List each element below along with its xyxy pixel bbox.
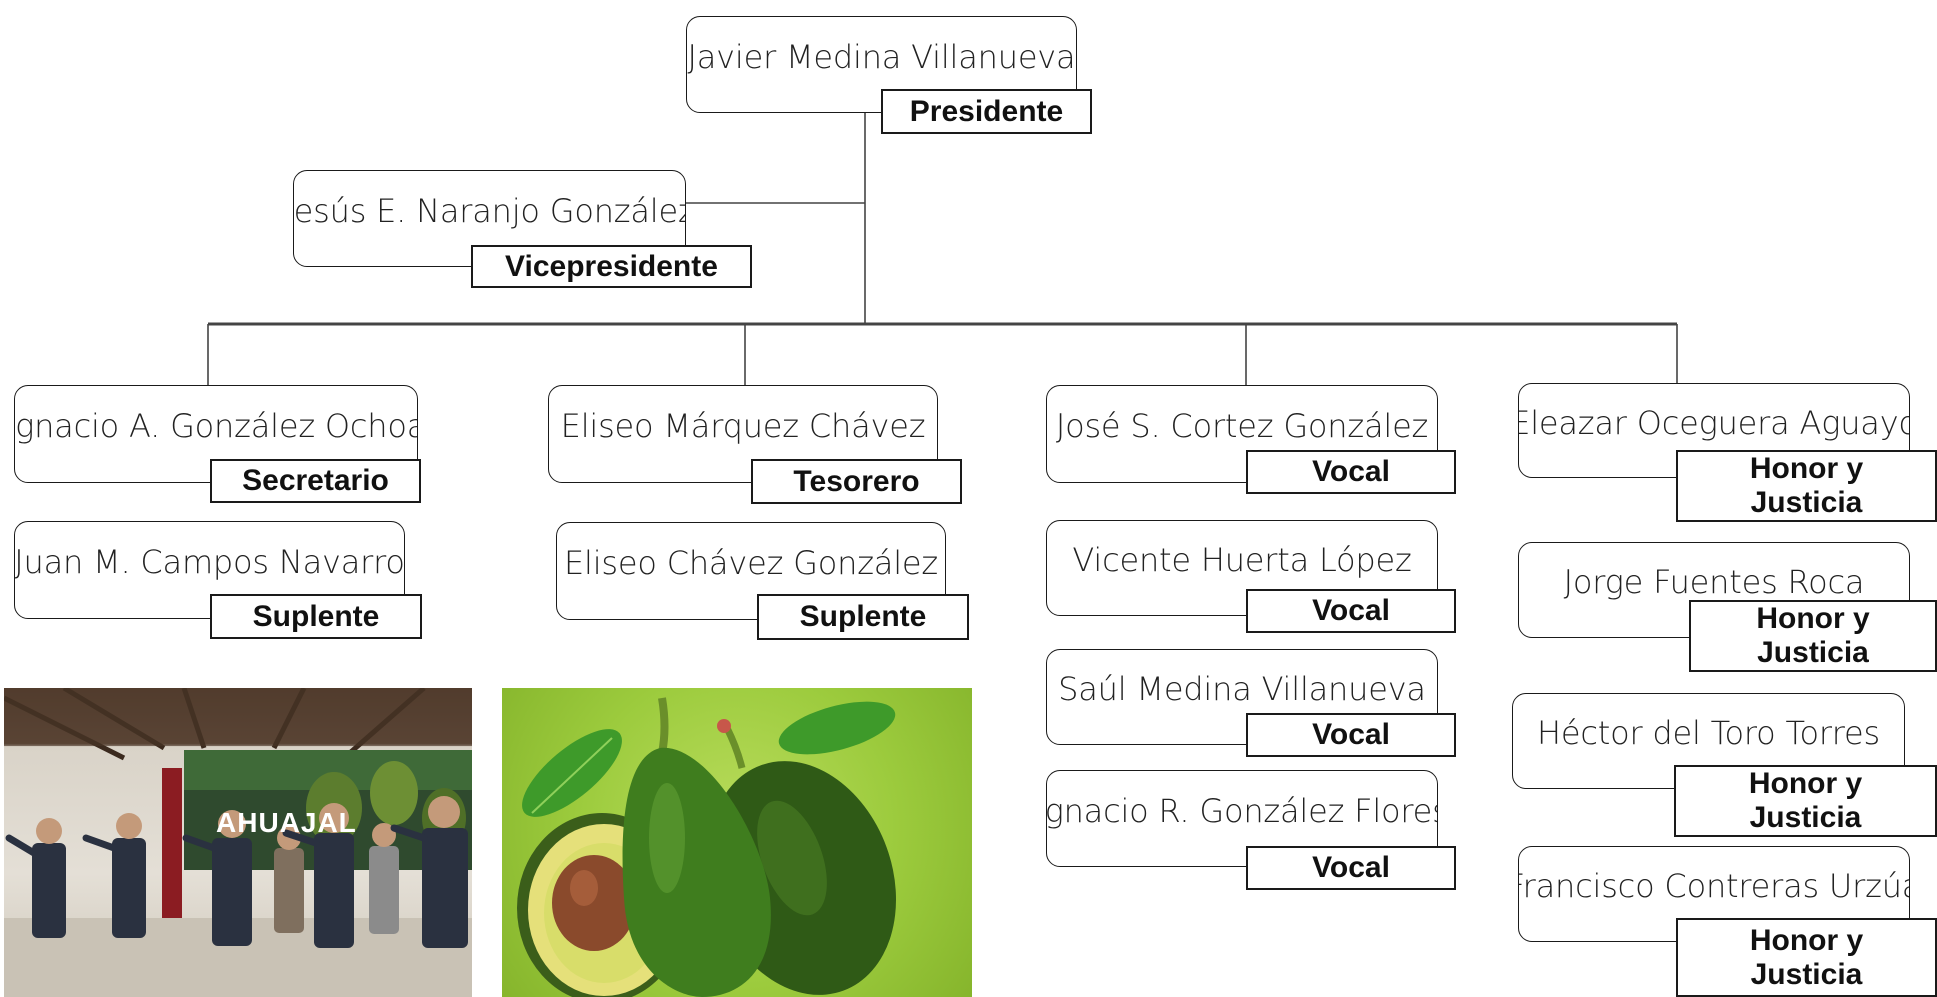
member-role: Honor y Justicia bbox=[1756, 602, 1870, 669]
avocado-photo bbox=[502, 688, 972, 997]
avocado-illustration bbox=[517, 697, 897, 997]
member-name: Ignacio R. González Flores bbox=[1046, 791, 1438, 830]
member-role: Vocal bbox=[1312, 455, 1390, 489]
member-role: Suplente bbox=[252, 599, 380, 633]
member-role-box: Secretario bbox=[210, 459, 421, 503]
member-role-box: Honor y Justicia bbox=[1674, 765, 1937, 837]
president-role: Presidente bbox=[909, 94, 1064, 128]
vice-president-role: Vicepresidente bbox=[505, 249, 718, 283]
member-name: Saúl Medina Villanueva bbox=[1058, 670, 1426, 708]
member-name: Vicente Huerta López bbox=[1072, 541, 1412, 579]
member-name: Jorge Fuentes Roca bbox=[1563, 563, 1865, 601]
member-name: Ignacio A. González Ochoa bbox=[14, 407, 418, 445]
member-name: Eleazar Oceguera Aguayo bbox=[1518, 403, 1910, 442]
vice-president-role-box: Vicepresidente bbox=[471, 245, 752, 288]
member-role: Suplente bbox=[799, 600, 927, 634]
member-name: Eliseo Márquez Chávez bbox=[560, 407, 926, 445]
banner-text: AHUAJAL bbox=[216, 807, 357, 838]
member-role-box: Vocal bbox=[1246, 589, 1456, 633]
member-role-box: Honor y Justicia bbox=[1676, 450, 1937, 522]
member-role: Honor y Justicia bbox=[1748, 767, 1863, 834]
ceremony-photo: AHUAJAL bbox=[4, 688, 472, 997]
member-role: Vocal bbox=[1312, 851, 1390, 885]
member-role: Secretario bbox=[242, 464, 389, 498]
member-name-box: Ignacio R. González Flores bbox=[1046, 770, 1438, 867]
member-role-box: Honor y Justicia bbox=[1689, 600, 1937, 672]
vice-president-name: Jesús E. Naranjo González bbox=[293, 191, 686, 230]
member-role-box: Honor y Justicia bbox=[1676, 918, 1937, 997]
member-name: Juan M. Campos Navarro bbox=[14, 543, 405, 581]
member-role: Vocal bbox=[1312, 718, 1390, 752]
member-role: Tesorero bbox=[793, 464, 920, 498]
president-name: Javier Medina Villanueva bbox=[687, 37, 1076, 76]
member-role-box: Vocal bbox=[1246, 450, 1456, 494]
member-role-box: Suplente bbox=[210, 594, 422, 639]
member-name: Héctor del Toro Torres bbox=[1536, 714, 1880, 752]
member-name: José S. Cortez González bbox=[1055, 407, 1429, 445]
member-role-box: Vocal bbox=[1246, 846, 1456, 890]
member-role-box: Vocal bbox=[1246, 713, 1456, 757]
member-role: Honor y Justicia bbox=[1749, 923, 1864, 991]
ceremony-illustration bbox=[4, 688, 472, 997]
member-role: Honor y Justicia bbox=[1749, 452, 1864, 519]
member-name-box: Juan M. Campos Navarro bbox=[14, 521, 405, 619]
member-role-box: Suplente bbox=[757, 594, 969, 640]
member-role-box: Tesorero bbox=[751, 459, 962, 504]
member-role: Vocal bbox=[1312, 594, 1390, 628]
president-role-box: Presidente bbox=[881, 89, 1092, 134]
member-name: Eliseo Chávez González bbox=[564, 544, 938, 582]
member-name: Francisco Contreras Urzúa bbox=[1518, 867, 1910, 905]
